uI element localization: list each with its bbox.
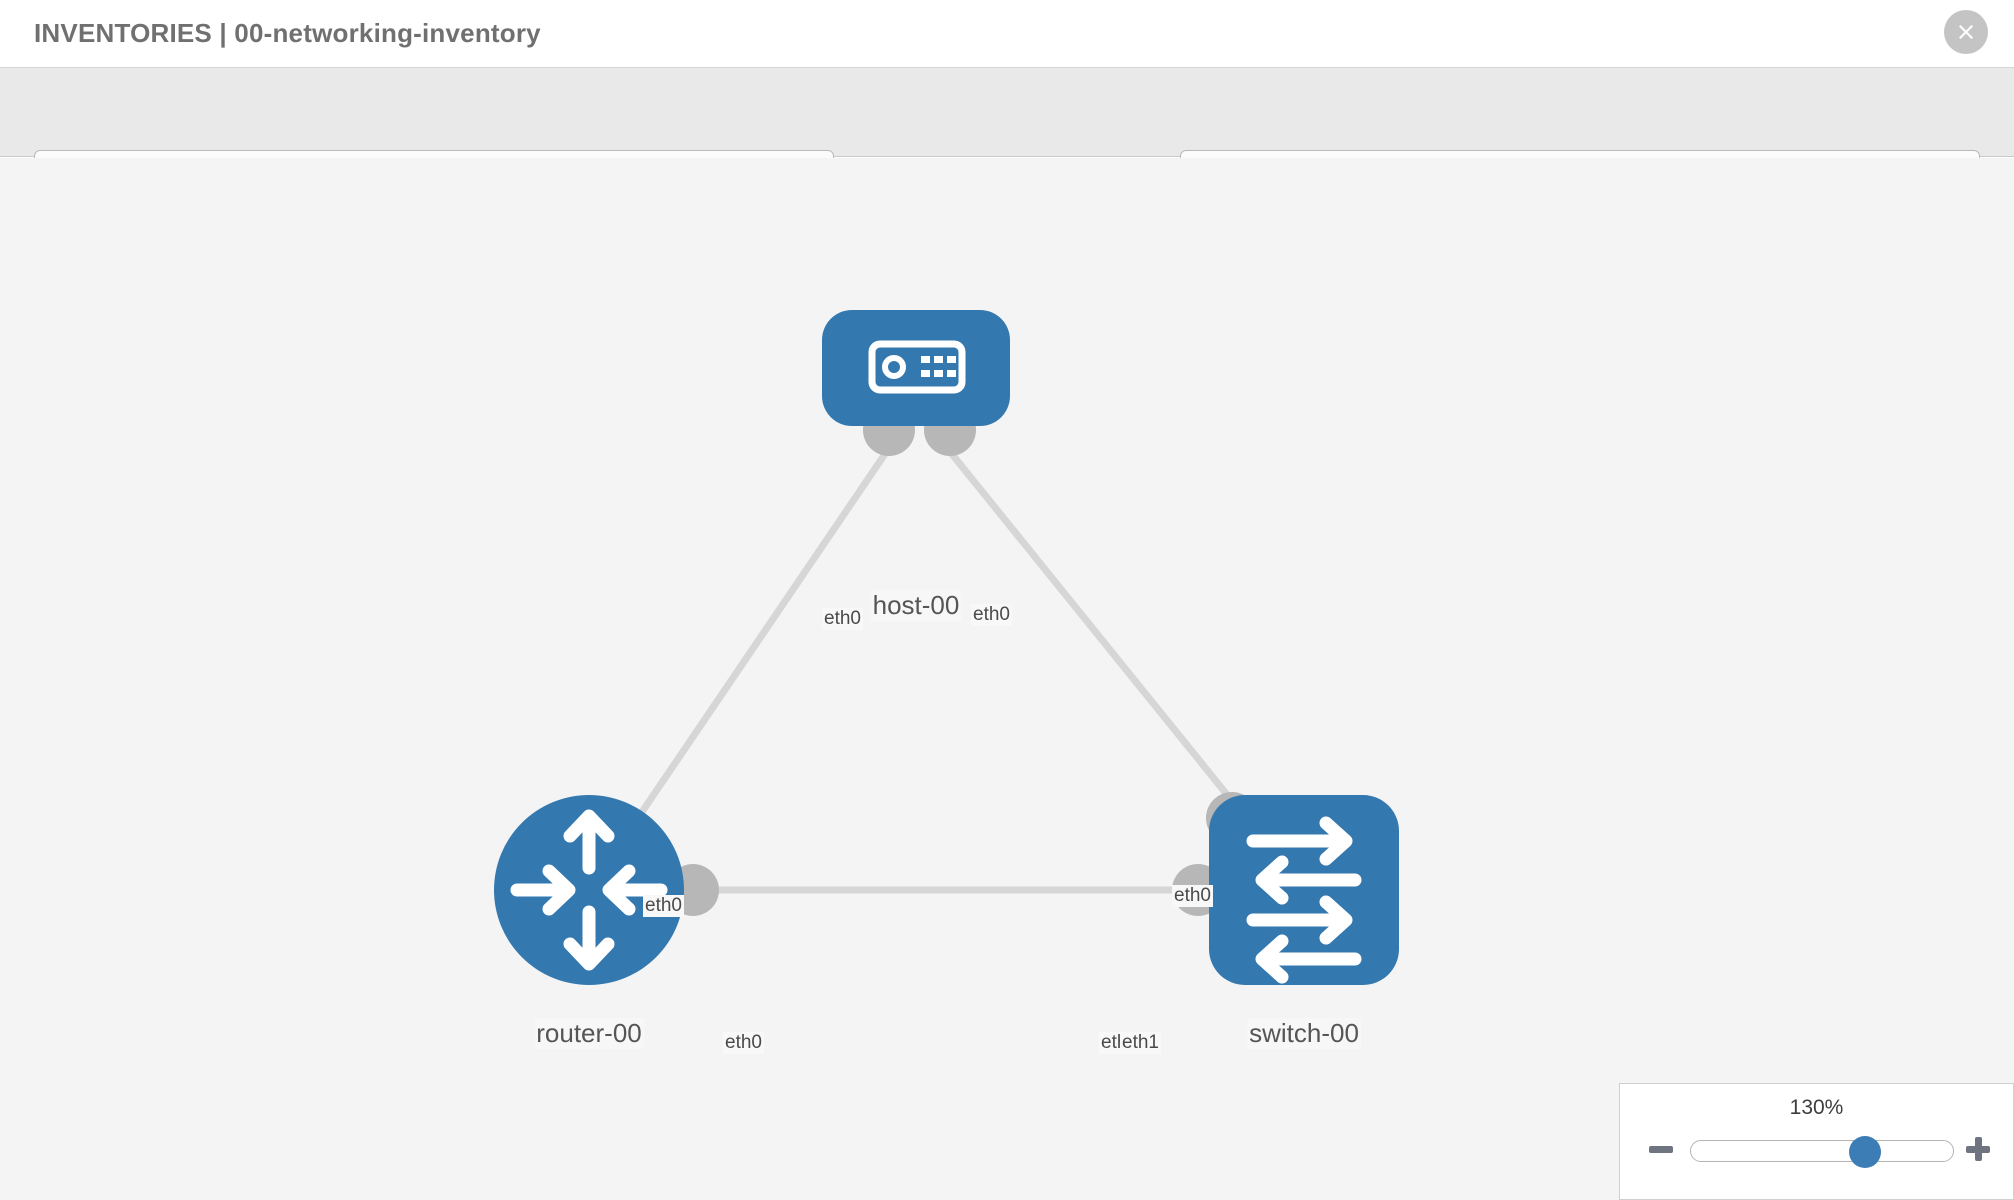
toolbar: ACTIONS SEARCH bbox=[0, 68, 2014, 202]
close-icon[interactable] bbox=[1944, 10, 1988, 54]
node-label-host-00: host-00 bbox=[870, 590, 962, 621]
topology-links bbox=[586, 445, 1307, 894]
port-label-router00-uplink: eth0 bbox=[643, 895, 684, 917]
topology-graph bbox=[494, 310, 1399, 985]
page-header: INVENTORIES | 00-networking-inventory bbox=[0, 0, 2014, 68]
page-title: INVENTORIES | 00-networking-inventory bbox=[34, 18, 541, 48]
switch-arrows-icon bbox=[1246, 816, 1362, 984]
node-label-switch-00: switch-00 bbox=[1247, 1018, 1361, 1049]
zoom-control-panel: 130% bbox=[1619, 1083, 2014, 1200]
node-label-router-00: router-00 bbox=[534, 1018, 644, 1049]
topology-canvas[interactable]: host-00 router-00 switch-00 eth0 eth0 et… bbox=[0, 158, 2014, 1200]
port-label-router00-eth0: eth0 bbox=[723, 1032, 764, 1054]
zoom-slider-thumb[interactable] bbox=[1848, 1136, 1881, 1168]
plus-icon[interactable] bbox=[1963, 1134, 1993, 1164]
port-label-switch00-uplink: eth0 bbox=[1172, 885, 1213, 907]
zoom-level-value: 130% bbox=[1789, 1096, 1844, 1119]
server-icon bbox=[868, 340, 966, 394]
router-arrows-icon bbox=[510, 809, 668, 971]
port-label-host00-right: eth0 bbox=[971, 604, 1012, 626]
host-00-body[interactable] bbox=[822, 310, 1010, 426]
zoom-slider-track[interactable] bbox=[1690, 1136, 1954, 1168]
node-router-00[interactable] bbox=[494, 795, 684, 985]
node-host-00[interactable] bbox=[822, 310, 1010, 426]
node-switch-00[interactable] bbox=[1209, 795, 1399, 985]
router-00-body[interactable] bbox=[494, 795, 684, 985]
minus-icon[interactable] bbox=[1646, 1134, 1676, 1164]
port-label-host00-left: eth0 bbox=[822, 608, 863, 630]
port-label-switch00-eth1: eth1 bbox=[1120, 1032, 1161, 1054]
topology-ports bbox=[667, 404, 1258, 916]
